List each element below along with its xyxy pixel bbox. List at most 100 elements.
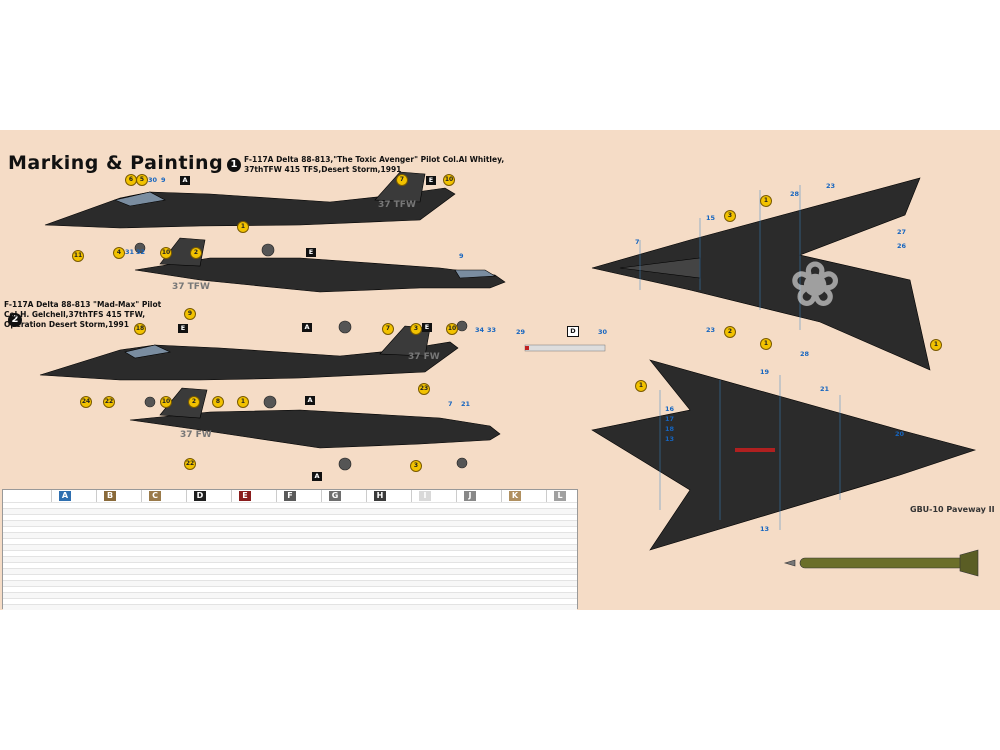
marker-a2: A — [302, 323, 312, 332]
table-row — [3, 550, 577, 557]
inset-marker-d: D — [567, 326, 579, 337]
marker-e: E — [426, 176, 436, 185]
callout-10: 10 — [443, 174, 455, 186]
table-header-a: A — [59, 491, 71, 501]
scheme-2-caption-line2: Col.H. Gelchell,37thTFS 415 TFW, — [4, 310, 146, 319]
table-row — [3, 556, 577, 563]
callout-1e: 1 — [930, 339, 942, 351]
ref-16: 16 — [665, 405, 675, 413]
scheme-1-caption-line2: 37thTFW 415 TFS,Desert Storm,1991 — [244, 165, 402, 174]
tail-code-1b: 37 TFW — [172, 282, 210, 292]
inset-ref-left: 29 — [516, 328, 526, 336]
watermark-logo: ❀ — [790, 250, 841, 320]
callout-10c: 10 — [446, 323, 458, 335]
ref-9b: 9 — [459, 252, 464, 260]
callout-8: 8 — [212, 396, 224, 408]
landing-gear — [134, 242, 468, 471]
ref-33: 32 — [136, 248, 146, 256]
callout-22b: 22 — [184, 458, 196, 470]
tail-code-1: 37 TFW — [378, 200, 416, 210]
ref-18: 18 — [665, 425, 675, 433]
weapon-label: GBU-10 Paveway II — [910, 505, 995, 514]
ref-15: 15 — [706, 214, 716, 222]
scheme-1-caption-line1: F-117A Delta 88-813,"The Toxic Avenger" … — [244, 155, 505, 164]
callout-1b: 1 — [237, 396, 249, 408]
marker-a4: A — [312, 472, 322, 481]
ref-27b: 28 — [800, 350, 810, 358]
table-row — [3, 604, 577, 610]
callout-6: 6 — [125, 174, 137, 186]
table-row — [3, 580, 577, 587]
table-header-d: D — [194, 491, 206, 501]
callout-10b: 10 — [160, 247, 172, 259]
marker-e3: E — [178, 324, 188, 333]
ref-20: 20 — [895, 430, 905, 438]
table-row — [3, 544, 577, 551]
callout-1c: 1 — [760, 195, 772, 207]
ref-13: 13 — [665, 435, 675, 443]
table-row — [3, 574, 577, 581]
scheme-2-badge: 2 — [8, 313, 22, 327]
callout-2: 2 — [190, 247, 202, 259]
marker-e4: E — [422, 323, 432, 332]
ref-35: 34 — [475, 326, 485, 334]
scheme-1-badge: 1 — [227, 158, 241, 172]
table-header-e: E — [239, 491, 251, 501]
table-row — [3, 520, 577, 527]
ref-25: 26 — [897, 242, 907, 250]
callout-20: 18 — [134, 323, 146, 335]
ref-17: 17 — [665, 415, 675, 423]
ref-21b: 21 — [820, 385, 830, 393]
callout-23: 23 — [418, 383, 430, 395]
ref-7c: 7 — [635, 238, 640, 246]
ref-13b: 13 — [760, 525, 770, 533]
callout-1: 1 — [237, 221, 249, 233]
callout-1d: 1 — [760, 338, 772, 350]
ref-34: 33 — [487, 326, 497, 334]
side-view-3 — [39, 325, 459, 381]
side-view-4 — [129, 387, 501, 449]
callout-3c: 3 — [724, 210, 736, 222]
scheme-2-caption-line1: F-117A Delta 88-813 "Mad-Max" Pilot — [4, 300, 162, 309]
ref-27: 28 — [790, 190, 800, 198]
ref-9: 9 — [161, 176, 166, 184]
table-row — [3, 598, 577, 605]
ref-7: 7 — [448, 400, 453, 408]
marker-a: A — [180, 176, 190, 185]
table-header-c: C — [149, 491, 161, 501]
table-row — [3, 586, 577, 593]
instruction-sheet: Marking & Painting 1 F-117A Delta 88-813… — [0, 130, 1000, 610]
table-row — [3, 526, 577, 533]
callout-2b: 2 — [188, 396, 200, 408]
table-header-h: H — [374, 491, 386, 501]
scheme-2-caption-line3: Operation Desert Storm,1991 — [4, 320, 129, 329]
callout-3: 3 — [410, 323, 422, 335]
ref-26: 27 — [897, 228, 907, 236]
bottom-view — [591, 359, 977, 551]
callout-7b: 7 — [382, 323, 394, 335]
tail-code-2b: 37 FW — [180, 430, 212, 440]
callout-24: 24 — [80, 396, 92, 408]
callout-4: 4 — [113, 247, 125, 259]
callout-7: 7 — [396, 174, 408, 186]
callout-11: 11 — [72, 250, 84, 262]
callout-3b: 3 — [410, 460, 422, 472]
table-header-i: I — [419, 491, 431, 501]
callout-5: 5 — [136, 174, 148, 186]
callout-22: 22 — [103, 396, 115, 408]
inset-detail — [524, 344, 606, 352]
table-header-k: K — [509, 491, 521, 501]
table-header-b: B — [104, 491, 116, 501]
table-header-f: F — [284, 491, 296, 501]
table-header-l: L — [554, 491, 566, 501]
table-row — [3, 532, 577, 539]
ref-31: 30 — [148, 176, 158, 184]
table-row — [3, 538, 577, 545]
callout-1f: 1 — [635, 380, 647, 392]
side-view-2 — [134, 237, 506, 293]
leader-lines — [639, 185, 841, 530]
ref-23b: 23 — [706, 326, 716, 334]
table-header-j: J — [464, 491, 476, 501]
marker-a3: A — [305, 396, 315, 405]
